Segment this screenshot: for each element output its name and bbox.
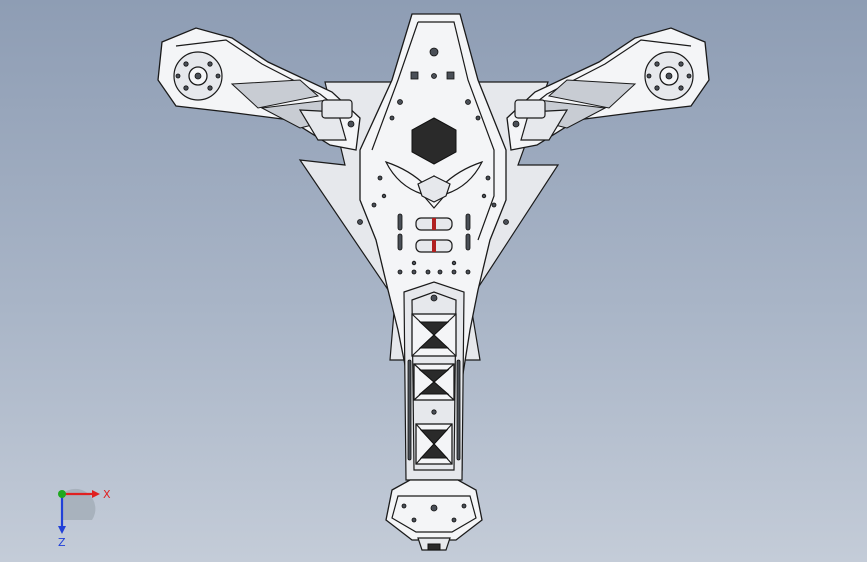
- tail-boom[interactable]: [403, 281, 465, 481]
- logo-emblem: [384, 160, 484, 209]
- z-axis-label: Z: [58, 536, 66, 549]
- right-arm[interactable]: [506, 27, 710, 151]
- tail-lattice: [411, 313, 457, 465]
- main-body-plate[interactable]: [357, 13, 509, 471]
- tail-mount[interactable]: [385, 479, 483, 551]
- x-axis-arrow: [92, 490, 100, 498]
- left-arm[interactable]: [157, 27, 361, 151]
- y-axis-dot: [58, 490, 66, 498]
- x-axis-label: X: [103, 488, 111, 501]
- orientation-triad: X Z: [58, 488, 111, 549]
- z-axis-arrow: [58, 526, 66, 534]
- triad-quadrant: [62, 488, 96, 520]
- flight-controller-hex: [411, 117, 457, 165]
